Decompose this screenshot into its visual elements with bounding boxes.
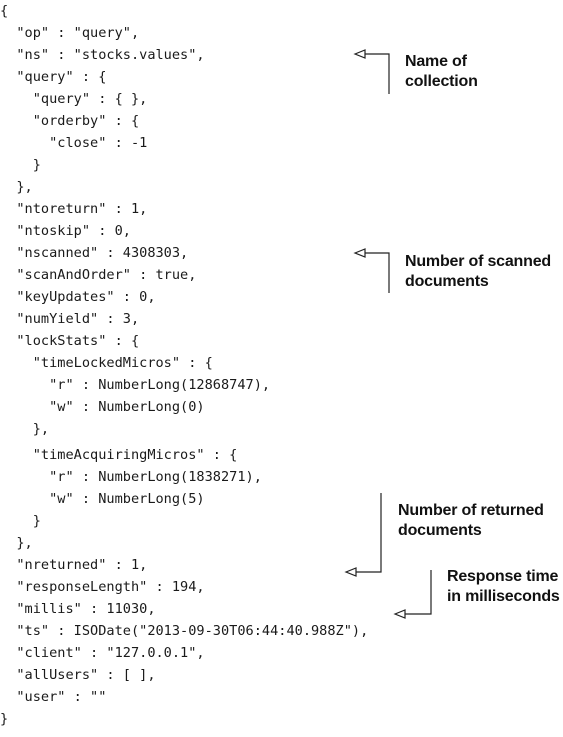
code-line: "responseLength" : 194,: [0, 579, 205, 595]
code-line: "query" : {: [0, 69, 107, 85]
code-line: {: [0, 3, 9, 19]
code-line: "query" : { },: [0, 91, 148, 107]
code-line: "ts" : ISODate("2013-09-30T06:44:40.988Z…: [0, 623, 369, 639]
code-line: }: [0, 157, 41, 173]
code-line: "ntoreturn" : 1,: [0, 201, 148, 217]
callout-response-time-line1: Response time: [447, 568, 559, 585]
code-line: "user" : "": [0, 689, 107, 705]
callout-collection: Name of collection: [405, 52, 478, 92]
code-line: "timeAcquiringMicros" : {: [0, 447, 238, 463]
code-line: "numYield" : 3,: [0, 311, 140, 327]
code-line: "client" : "127.0.0.1",: [0, 645, 205, 661]
code-line: "allUsers" : [ ],: [0, 667, 156, 683]
callout-response-time: Response time in milliseconds: [447, 567, 560, 607]
callout-scanned: Number of scanned documents: [405, 252, 551, 292]
code-line: "op" : "query",: [0, 25, 140, 41]
callout-collection-line1: Name of: [405, 53, 467, 70]
callout-scanned-line1: Number of scanned: [405, 253, 551, 270]
code-line: "lockStats" : {: [0, 333, 140, 349]
callout-scanned-line2: documents: [405, 273, 489, 290]
callout-returned-line1: Number of returned: [398, 502, 544, 519]
code-line: }: [0, 513, 41, 529]
code-line: "scanAndOrder" : true,: [0, 267, 197, 283]
callout-returned: Number of returned documents: [398, 501, 544, 541]
code-line: },: [0, 421, 50, 437]
code-line: },: [0, 535, 33, 551]
code-line: "orderby" : {: [0, 113, 140, 129]
code-line: "keyUpdates" : 0,: [0, 289, 156, 305]
code-line: },: [0, 179, 33, 195]
code-line: "r" : NumberLong(1838271),: [0, 469, 262, 485]
code-line: "nreturned" : 1,: [0, 557, 148, 573]
code-line: }: [0, 711, 9, 727]
callout-collection-line2: collection: [405, 73, 478, 90]
code-line: "ns" : "stocks.values",: [0, 47, 205, 63]
code-line: "timeLockedMicros" : {: [0, 355, 213, 371]
code-line: "ntoskip" : 0,: [0, 223, 131, 239]
code-line: "r" : NumberLong(12868747),: [0, 377, 271, 393]
code-line: "close" : -1: [0, 135, 148, 151]
code-line: "millis" : 11030,: [0, 601, 156, 617]
code-line: "w" : NumberLong(0): [0, 399, 205, 415]
callout-returned-line2: documents: [398, 522, 482, 539]
code-line: "nscanned" : 4308303,: [0, 245, 189, 261]
code-line: "w" : NumberLong(5): [0, 491, 205, 507]
callout-response-time-line2: in milliseconds: [447, 588, 560, 605]
